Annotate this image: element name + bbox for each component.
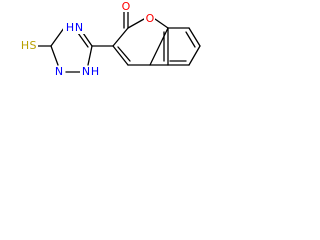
chemical-structure: O O N H N N H H S — [20, 0, 201, 78]
ring-oxygen-label: O — [146, 12, 155, 25]
bond-c5-n4-double — [77, 32, 89, 48]
bond-c3-c4-double — [117, 46, 131, 62]
bond-c8a-c4a — [149, 27, 169, 66]
bond-c8-c7-double — [185, 31, 196, 48]
bond-c2-o1 — [127, 18, 145, 29]
bond-o1-c8a — [154, 18, 169, 29]
triazole-n1-hydrogen-label: H — [91, 65, 99, 78]
thiol-hydrogen-label: H — [21, 39, 29, 52]
carbonyl-oxygen-label: O — [122, 0, 131, 13]
triazole-n4-label: N — [75, 21, 83, 34]
bond-c3-c4 — [112, 45, 129, 66]
bond-c2-c3 — [112, 27, 129, 47]
bond-c7-c6 — [188, 45, 201, 66]
triazole-n1-label: N — [82, 65, 90, 78]
thiol-sulfur-label: S — [30, 39, 37, 52]
triazole-n2-label: N — [55, 65, 63, 78]
bond-n4-c3t — [50, 27, 65, 47]
triazole-n4-hydrogen-label: H — [66, 21, 74, 34]
atom-label-group: O O N H N N H H S — [20, 0, 155, 78]
bond-n1-c5 — [87, 45, 93, 66]
bond-c8-c7 — [188, 27, 201, 47]
bond-c3t-n2 — [50, 45, 59, 66]
bond-group — [37, 11, 201, 73]
